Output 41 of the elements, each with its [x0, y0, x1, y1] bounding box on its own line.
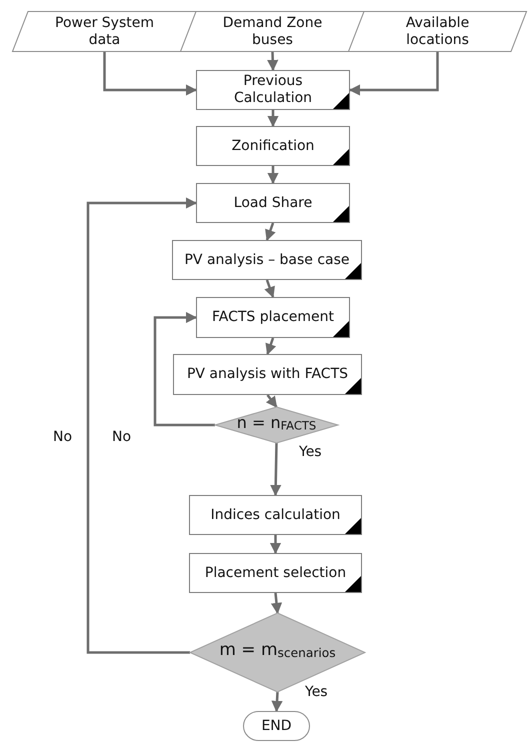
arrow: [267, 110, 279, 128]
decision-diamond: [215, 407, 338, 443]
node-text: PV analysis with FACTS: [186, 366, 348, 383]
process-box: [196, 126, 350, 166]
arrow: [266, 394, 278, 408]
node-text: Placement selection: [204, 564, 346, 582]
arrow: [265, 338, 276, 356]
data-input-shape: [348, 11, 527, 52]
node-text: n = n$_{FACTS}$: [236, 412, 316, 434]
arrow: [264, 280, 275, 298]
arrow: [270, 442, 282, 496]
node-text: Indices calculation: [210, 506, 340, 524]
node-text: Load Share: [234, 194, 312, 212]
arrow: [103, 52, 198, 96]
node-text: END: [261, 718, 292, 734]
process-box: [196, 297, 350, 338]
process-box: [172, 240, 362, 280]
arrow: [154, 312, 215, 426]
process-box: [196, 183, 350, 223]
arrow: [267, 166, 279, 184]
node-text: Previous Calculation: [232, 73, 314, 107]
arrow: [271, 692, 283, 712]
process-box: [189, 495, 362, 535]
process-box: [173, 354, 362, 395]
data-input-shape: [12, 11, 197, 52]
arrow: [270, 592, 282, 614]
process-box: [189, 553, 362, 593]
node-text: Demand Zone buses: [222, 14, 324, 48]
arrow: [270, 535, 282, 554]
arrow: [267, 52, 278, 72]
data-input-shape: [180, 11, 365, 52]
end-terminator: [243, 711, 310, 741]
arrow: [348, 52, 439, 96]
node-text: Available locations: [404, 14, 470, 48]
node-text: PV analysis – base case: [184, 252, 350, 268]
node-text: FACTS placement: [212, 309, 334, 326]
node-text: Zonification: [232, 138, 314, 154]
arrow: [265, 222, 276, 242]
arrow: [86, 197, 198, 654]
node-text: Power System data: [54, 14, 155, 48]
process-box: [196, 70, 350, 110]
